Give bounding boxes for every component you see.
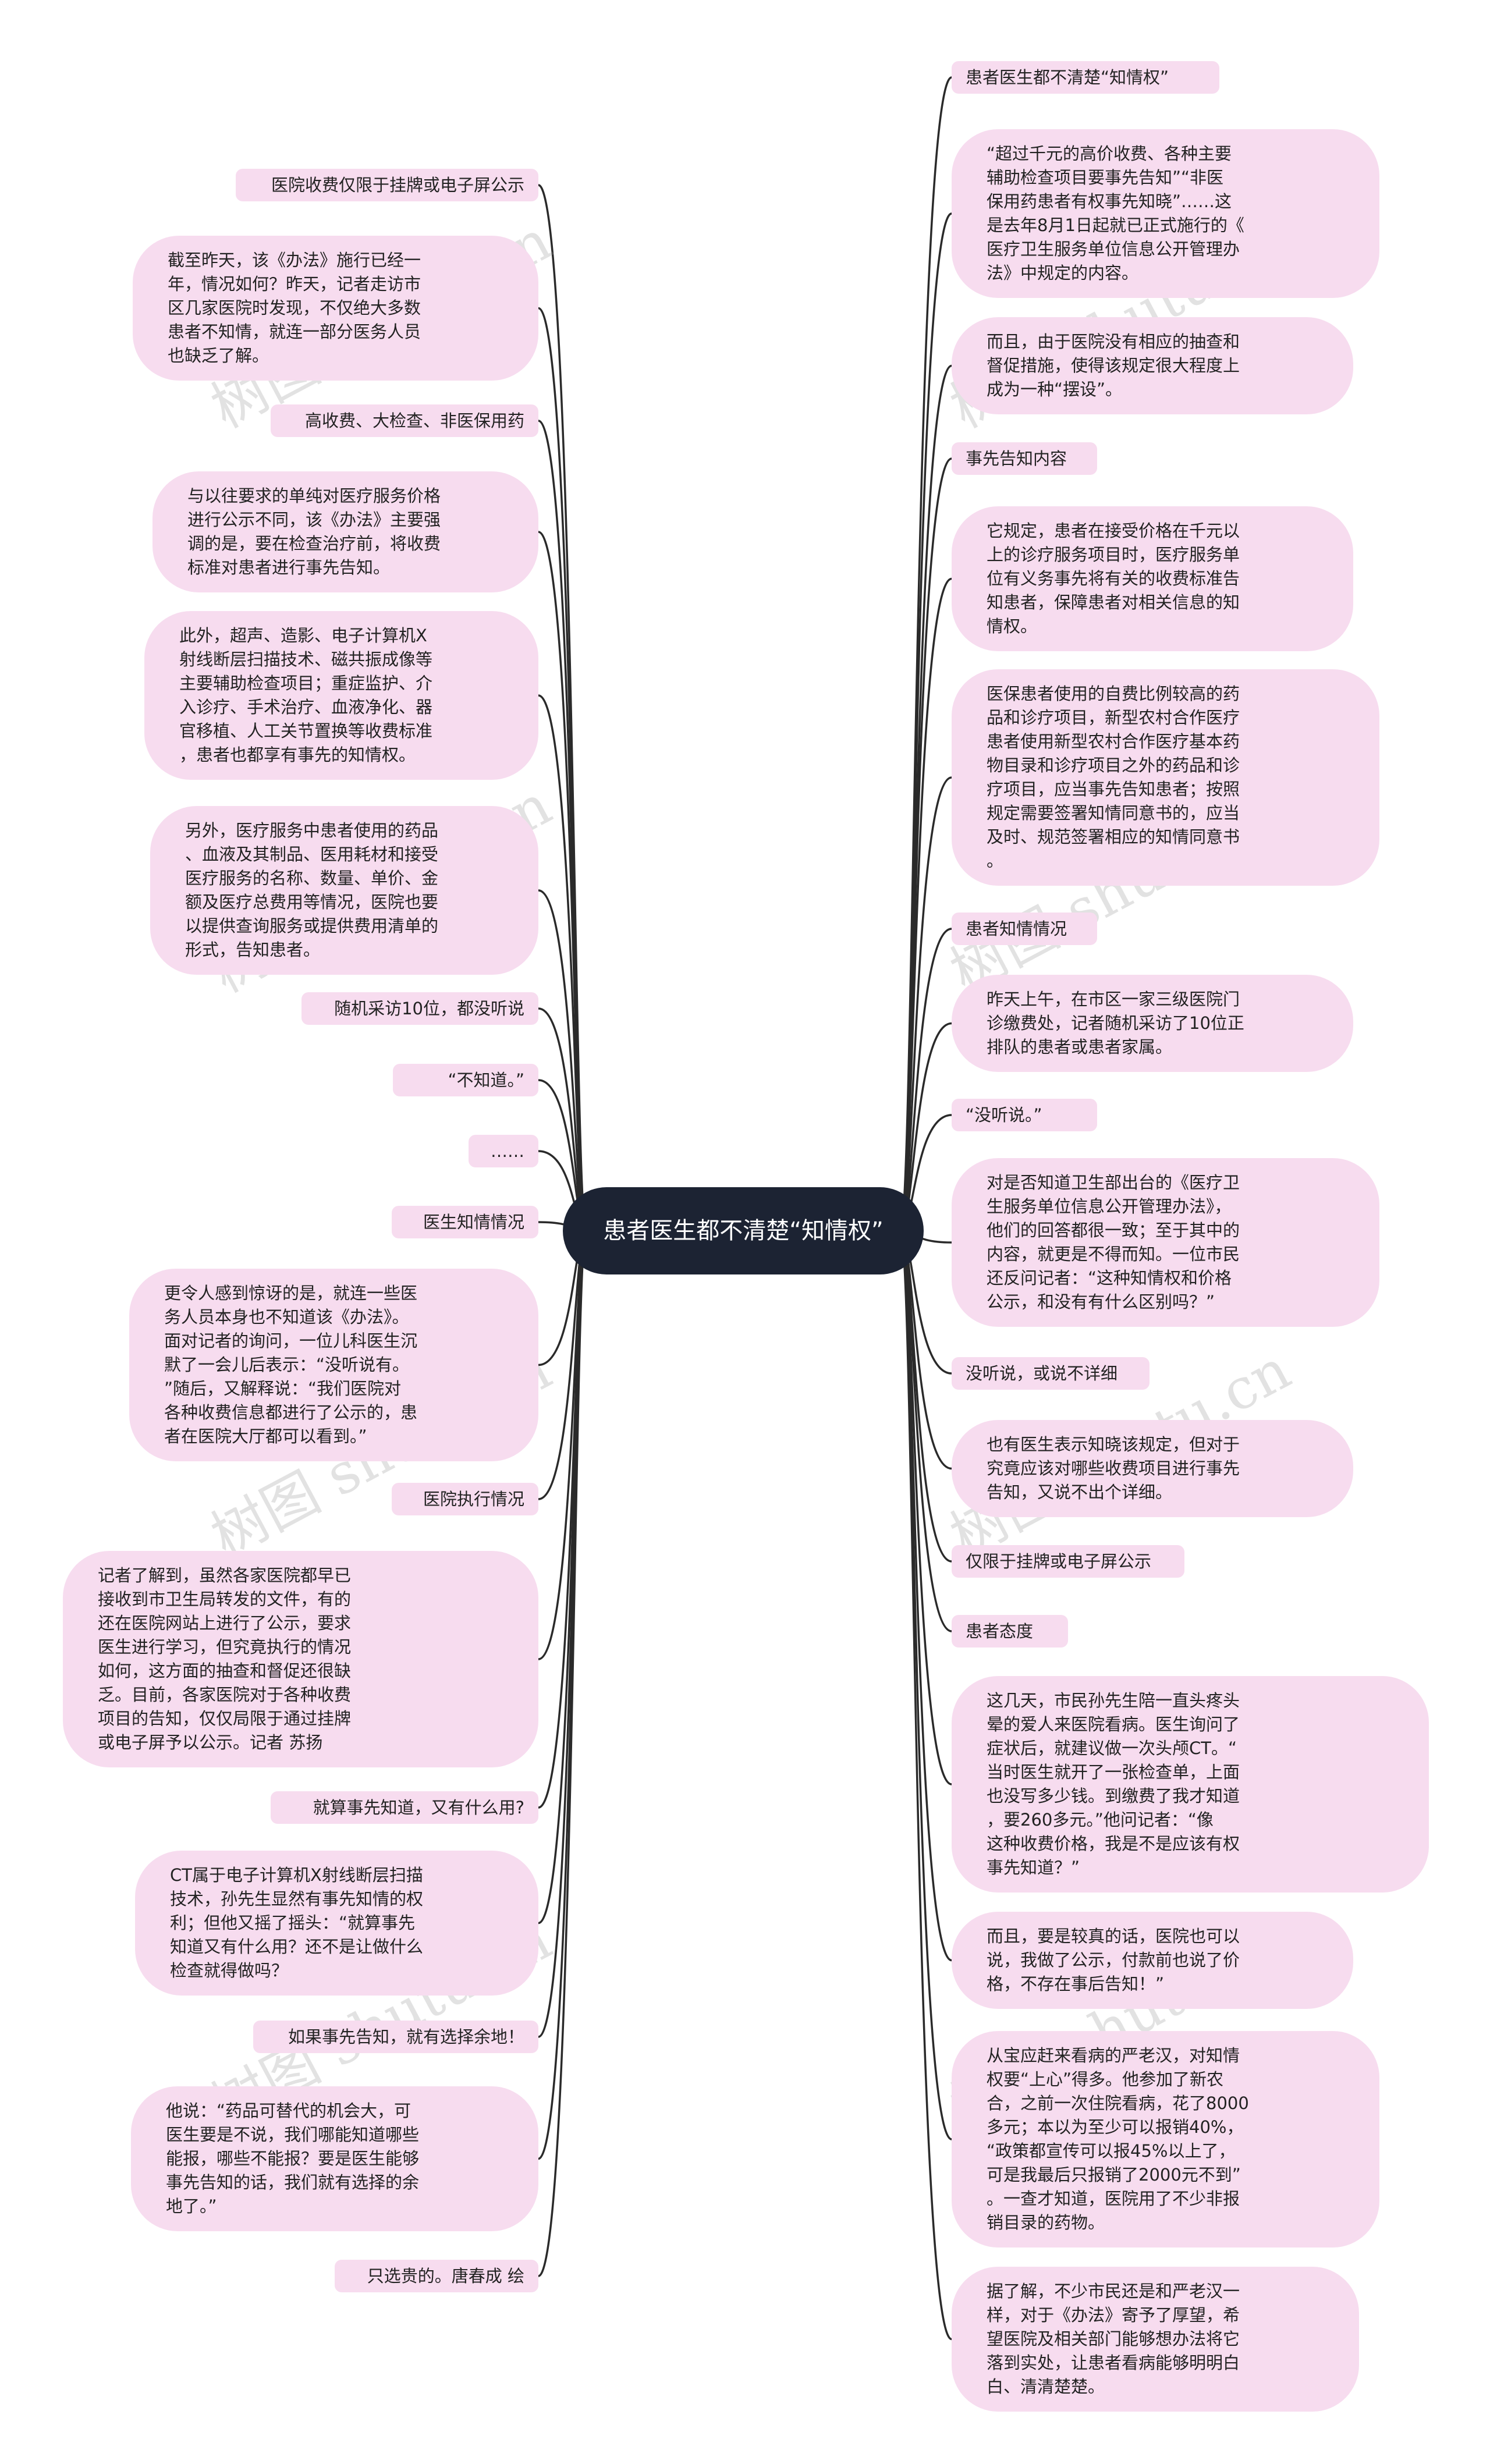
right-node[interactable]: 这几天，市民孙先生陪一直头疼头 晕的爱人来医院看病。医生询问了 症状后，就建议做… xyxy=(952,1676,1429,1893)
right-node[interactable]: 它规定，患者在接受价格在千元以 上的诊疗服务项目时，医疗服务单 位有义务事先将有… xyxy=(952,506,1353,651)
left-node[interactable]: 另外，医疗服务中患者使用的药品 、血液及其制品、医用耗材和接受 医疗服务的名称、… xyxy=(150,806,538,975)
connector-line xyxy=(899,577,952,1232)
right-node[interactable]: 没听说，或说不详细 xyxy=(952,1357,1150,1390)
right-node[interactable]: 患者医生都不清楚“知情权” xyxy=(952,61,1219,94)
left-node[interactable]: 他说：“药品可替代的机会大，可 医生要是不说，我们哪能知道哪些 能报，哪些不能报… xyxy=(131,2086,538,2231)
left-node[interactable]: 医生知情情况 xyxy=(392,1206,538,1238)
right-node[interactable]: 仅限于挂牌或电子屏公示 xyxy=(952,1545,1184,1578)
left-node[interactable]: 医院收费仅限于挂牌或电子屏公示 xyxy=(236,169,538,201)
right-node[interactable]: 从宝应赶来看病的严老汉，对知情 权要“上心”得多。他参加了新农 合，之前一次住院… xyxy=(952,2031,1379,2248)
connector-line xyxy=(538,1230,587,2277)
connector-line xyxy=(899,1230,952,2341)
right-node[interactable]: 患者态度 xyxy=(952,1615,1068,1648)
left-node[interactable]: …… xyxy=(469,1135,538,1167)
right-node[interactable]: 据了解，不少市民还是和严老汉一 样，对于《办法》寄予了厚望，希 望医院及相关部门… xyxy=(952,2267,1359,2412)
left-node[interactable]: 医院执行情况 xyxy=(392,1483,538,1515)
right-node[interactable]: 患者知情情况 xyxy=(952,913,1097,945)
right-node[interactable]: 对是否知道卫生部出台的《医疗卫 生服务单位信息公开管理办法》， 他们的回答都很一… xyxy=(952,1158,1379,1327)
right-node[interactable]: 而且，要是较真的话，医院也可以 说，我做了公示，付款前也说了价 格，不存在事后告… xyxy=(952,1912,1353,2009)
right-node[interactable]: 也有医生表示知晓该规定，但对于 究竟应该对哪些收费项目进行事先 告知，又说不出个… xyxy=(952,1420,1353,1517)
right-node[interactable]: 医保患者使用的自费比例较高的药 品和诊疗项目，新型农村合作医疗 患者使用新型农村… xyxy=(952,669,1379,886)
left-node[interactable]: 与以往要求的单纯对医疗服务价格 进行公示不同，该《办法》主要强 调的是，要在检查… xyxy=(152,471,538,592)
left-node[interactable]: 只选贵的。唐春成 绘 xyxy=(335,2260,538,2292)
connector-line xyxy=(538,531,587,1232)
left-node[interactable]: 随机采访10位，都没听说 xyxy=(301,992,538,1025)
left-node[interactable]: CT属于电子计算机X射线断层扫描 技术，孙先生显然有事先知情的权 利；但他又摇了… xyxy=(135,1851,538,1996)
right-node[interactable]: 而且，由于医院没有相应的抽查和 督促措施，使得该规定很大程度上 成为一种“摆设”… xyxy=(952,317,1353,414)
center-topic[interactable]: 患者医生都不清楚“知情权” xyxy=(563,1187,924,1274)
left-node[interactable]: 记者了解到，虽然各家医院都早已 接收到市卫生局转发的文件，有的 还在医院网站上进… xyxy=(63,1551,538,1767)
left-node[interactable]: “不知道。” xyxy=(393,1064,538,1096)
connector-line xyxy=(899,364,952,1232)
left-node[interactable]: 截至昨天，该《办法》施行已经一 年，情况如何？昨天，记者走访市 区几家医院时发现… xyxy=(133,236,538,381)
left-node[interactable]: 高收费、大检查、非医保用药 xyxy=(271,404,538,437)
right-node[interactable]: “没听说。” xyxy=(952,1099,1097,1131)
left-node[interactable]: 就算事先知道，又有什么用? xyxy=(271,1791,538,1824)
left-node[interactable]: 此外，超声、造影、电子计算机X 射线断层扫描技术、磁共振成像等 主要辅助检查项目… xyxy=(144,611,538,780)
right-node[interactable]: 昨天上午，在市区一家三级医院门 诊缴费处，记者随机采访了10位正 排队的患者或患… xyxy=(952,975,1353,1072)
right-node[interactable]: 事先告知内容 xyxy=(952,442,1097,475)
right-node[interactable]: “超过千元的高价收费、各种主要 辅助检查项目要事先告知”“非医 保用药患者有权事… xyxy=(952,129,1379,298)
left-node[interactable]: 如果事先告知，就有选择余地！ xyxy=(253,2021,538,2053)
left-node[interactable]: 更令人感到惊讶的是，就连一些医 务人员本身也不知道该《办法》。 面对记者的询问，… xyxy=(129,1269,538,1461)
